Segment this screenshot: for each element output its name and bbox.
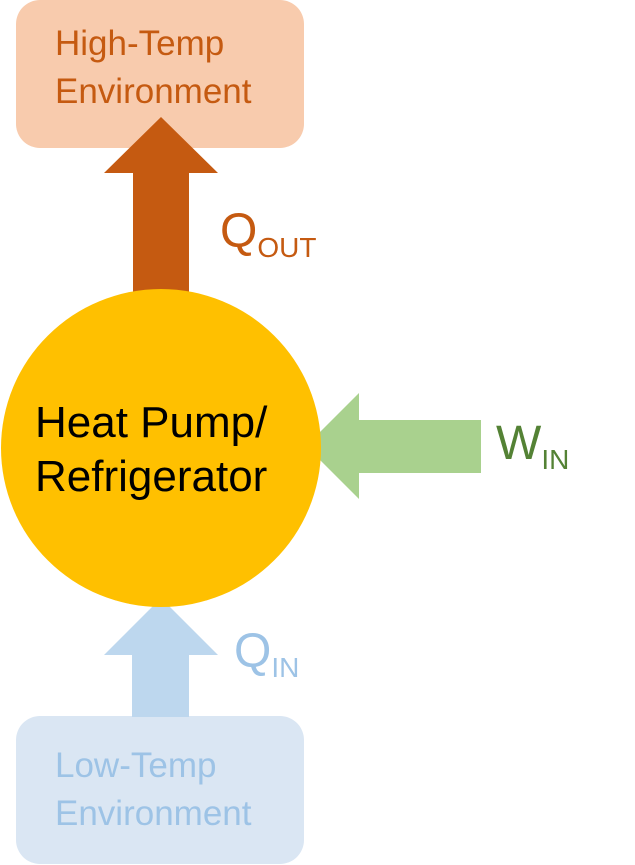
low-temp-line1: Low-Temp	[55, 746, 217, 785]
q-in-label: QIN	[234, 625, 300, 684]
w-in-main: W	[496, 417, 542, 470]
heat-pump-refrigerator-circle: Heat Pump/ Refrigerator	[1, 289, 321, 607]
q-out-label: QOUT	[220, 205, 317, 264]
w-in-arrow	[306, 393, 481, 499]
q-out-arrow	[104, 117, 218, 297]
high-temp-line2: Environment	[55, 72, 252, 111]
q-out-main: Q	[220, 205, 258, 258]
q-in-arrow	[104, 598, 218, 717]
low-temp-environment-label: Low-Temp Environment	[55, 742, 251, 838]
q-in-main: Q	[234, 625, 272, 678]
high-temp-environment-label: High-Temp Environment	[55, 20, 251, 116]
high-temp-line1: High-Temp	[55, 24, 225, 63]
low-temp-environment-box: Low-Temp Environment	[16, 716, 304, 864]
q-in-subscript: IN	[271, 652, 300, 683]
device-line2: Refrigerator	[35, 452, 268, 501]
device-line1: Heat Pump/	[35, 398, 268, 447]
low-temp-line2: Environment	[55, 794, 252, 833]
q-out-subscript: OUT	[257, 232, 317, 263]
heat-pump-refrigerator-label: Heat Pump/ Refrigerator	[35, 396, 267, 504]
w-in-label: WIN	[496, 417, 570, 476]
w-in-subscript: IN	[541, 444, 570, 475]
